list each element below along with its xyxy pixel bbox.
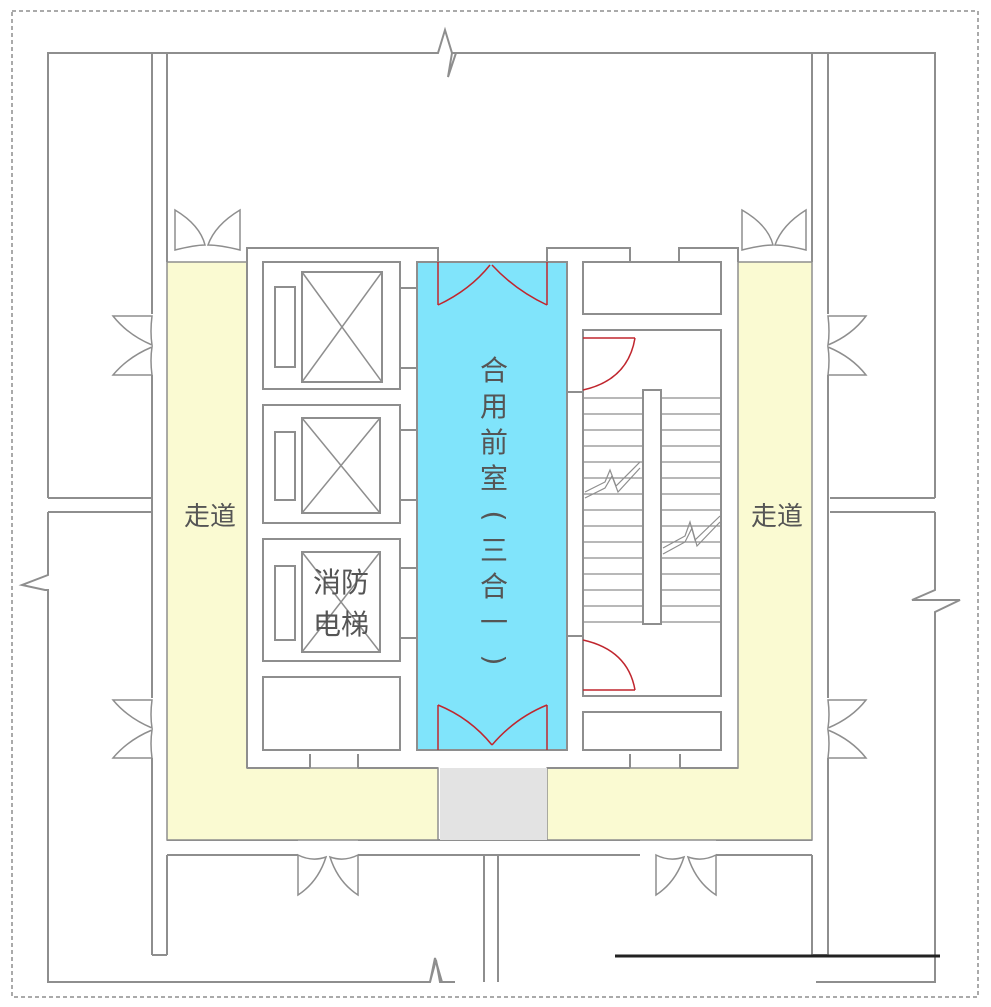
room-doors <box>111 208 868 897</box>
vestibule-label-char: 一 <box>480 606 508 639</box>
vestibule-label-char: 合 <box>480 570 508 603</box>
stair-break-lines <box>584 461 721 555</box>
vestibule-label-char: 合 <box>480 354 508 387</box>
fire-elevator-label-line1: 消防 <box>313 566 369 599</box>
fire-elevator-label-line2: 电梯 <box>313 608 369 641</box>
elevator-shafts <box>262 261 418 751</box>
core-walls <box>246 247 739 769</box>
stair-handrail-wall <box>642 389 662 625</box>
vestibule-label-char: 前 <box>480 426 508 459</box>
shared-vestibule <box>416 261 568 751</box>
corridor-right-label: 走道 <box>751 502 803 532</box>
vestibule-label-char: 室 <box>480 462 508 495</box>
vestibule-label-char: ( <box>478 511 511 522</box>
drawing-boundary <box>11 10 979 998</box>
elevator-car-crosses <box>301 271 383 653</box>
vestibule-label-char: 三 <box>480 534 508 567</box>
vestibule-label-char: 用 <box>480 390 508 423</box>
stair-fire-doors <box>582 337 636 691</box>
core-opening <box>440 768 547 840</box>
outer-walls <box>18 26 961 983</box>
vestibule-label-char: ) <box>478 655 511 666</box>
corridor-left-label: 走道 <box>184 502 236 532</box>
vestibule-fire-doors <box>437 262 548 750</box>
